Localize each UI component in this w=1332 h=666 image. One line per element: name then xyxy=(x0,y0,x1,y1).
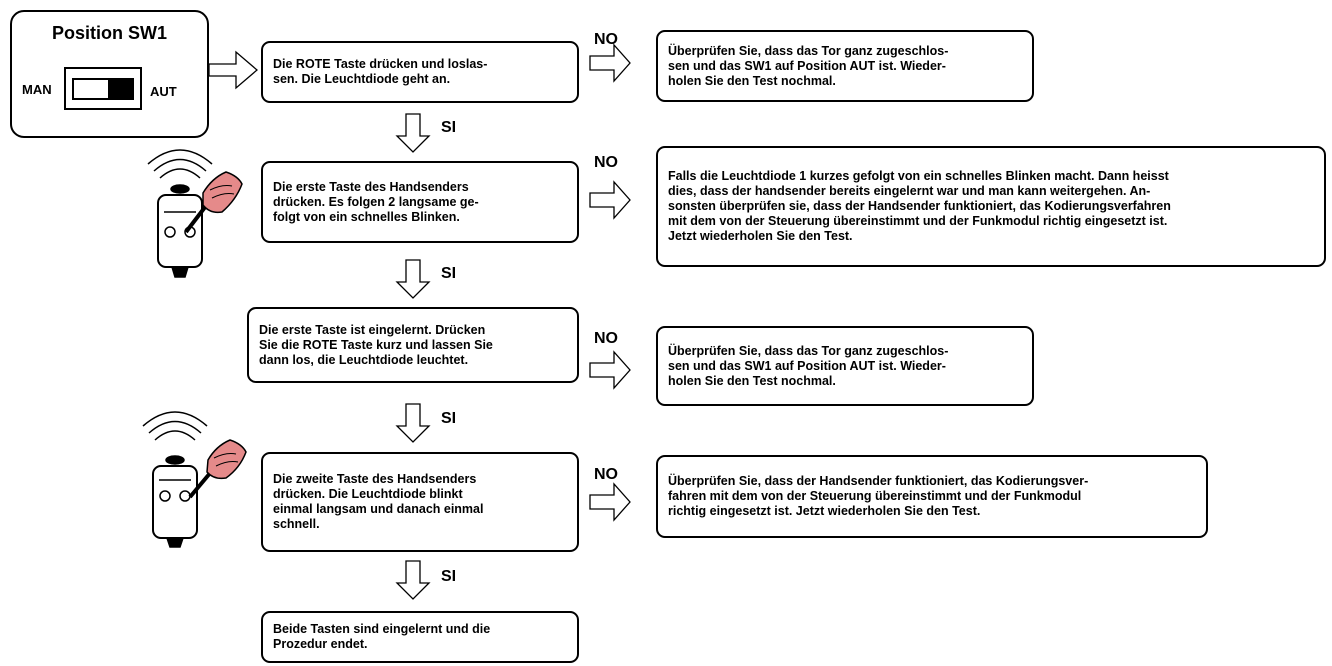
si-label-4: SI xyxy=(441,568,457,585)
step-3-text: Die erste Taste ist eingelernt. Drücken … xyxy=(259,322,493,367)
step-4-box: Die zweite Taste des Handsenders drücken… xyxy=(261,452,579,552)
arrow-right-icon xyxy=(589,180,631,220)
switch-panel-title: Position SW1 xyxy=(51,23,167,43)
hand-pressing-icon xyxy=(184,171,243,234)
arrow-right-icon xyxy=(589,43,631,83)
remote-control-icon xyxy=(147,149,243,278)
radio-waves-icon xyxy=(154,430,196,441)
arrow-down-icon xyxy=(395,560,431,600)
no-label-1: NO xyxy=(594,31,618,48)
no-label-2: NO xyxy=(594,154,618,171)
step-2-text: Die erste Taste des Handsenders drücken.… xyxy=(273,179,479,224)
arrow-down-icon xyxy=(395,403,431,443)
si-label-2: SI xyxy=(441,265,457,282)
switch-knob xyxy=(108,80,132,98)
no-label-3: NO xyxy=(594,330,618,347)
step-2-box: Die erste Taste des Handsenders drücken.… xyxy=(261,161,579,243)
step-4-text: Die zweite Taste des Handsenders drücken… xyxy=(273,472,484,531)
radio-waves-icon xyxy=(147,149,213,165)
step-3-box: Die erste Taste ist eingelernt. Drücken … xyxy=(247,307,579,383)
failure-2-box: Falls die Leuchtdiode 1 kurzes gefolgt v… xyxy=(656,146,1326,267)
step-5-box: Beide Tasten sind eingelernt und die Pro… xyxy=(261,611,579,663)
switch-man-label: MAN xyxy=(22,82,52,97)
switch-outline xyxy=(64,67,142,110)
arrow-down-icon xyxy=(395,259,431,299)
radio-waves-icon xyxy=(153,158,207,172)
failure-4-text: Überprüfen Sie, dass der Handsender funk… xyxy=(668,474,1089,518)
remote-control-icon xyxy=(142,411,247,548)
failure-3-box: Überprüfen Sie, dass das Tor ganz zugesc… xyxy=(656,326,1034,406)
arrow-right-icon xyxy=(589,482,631,522)
radio-waves-icon xyxy=(142,411,208,427)
no-label-4: NO xyxy=(594,466,618,483)
switch-body xyxy=(72,78,134,100)
hand-pressing-icon xyxy=(188,439,247,499)
step-5-text: Beide Tasten sind eingelernt und die Pro… xyxy=(273,622,491,651)
failure-3-text: Überprüfen Sie, dass das Tor ganz zugesc… xyxy=(668,343,949,388)
failure-2-text: Falls die Leuchtdiode 1 kurzes gefolgt v… xyxy=(668,169,1171,243)
failure-1-text: Überprüfen Sie, dass das Tor ganz zugesc… xyxy=(668,43,949,88)
switch-aut-label: AUT xyxy=(150,84,177,99)
radio-waves-icon xyxy=(148,420,202,434)
switch-panel: Position SW1 MAN AUT xyxy=(10,10,209,138)
arrow-right-icon xyxy=(589,350,631,390)
arrow-right-icon xyxy=(208,50,258,90)
step-1-box: Die ROTE Taste drücken und loslas- sen. … xyxy=(261,41,579,103)
step-1-text: Die ROTE Taste drücken und loslas- sen. … xyxy=(273,57,488,86)
si-label-3: SI xyxy=(441,410,457,427)
radio-waves-icon xyxy=(159,168,201,179)
arrow-down-icon xyxy=(395,113,431,153)
si-label-1: SI xyxy=(441,119,457,136)
failure-4-box: Überprüfen Sie, dass der Handsender funk… xyxy=(656,455,1208,538)
failure-1-box: Überprüfen Sie, dass das Tor ganz zugesc… xyxy=(656,30,1034,102)
